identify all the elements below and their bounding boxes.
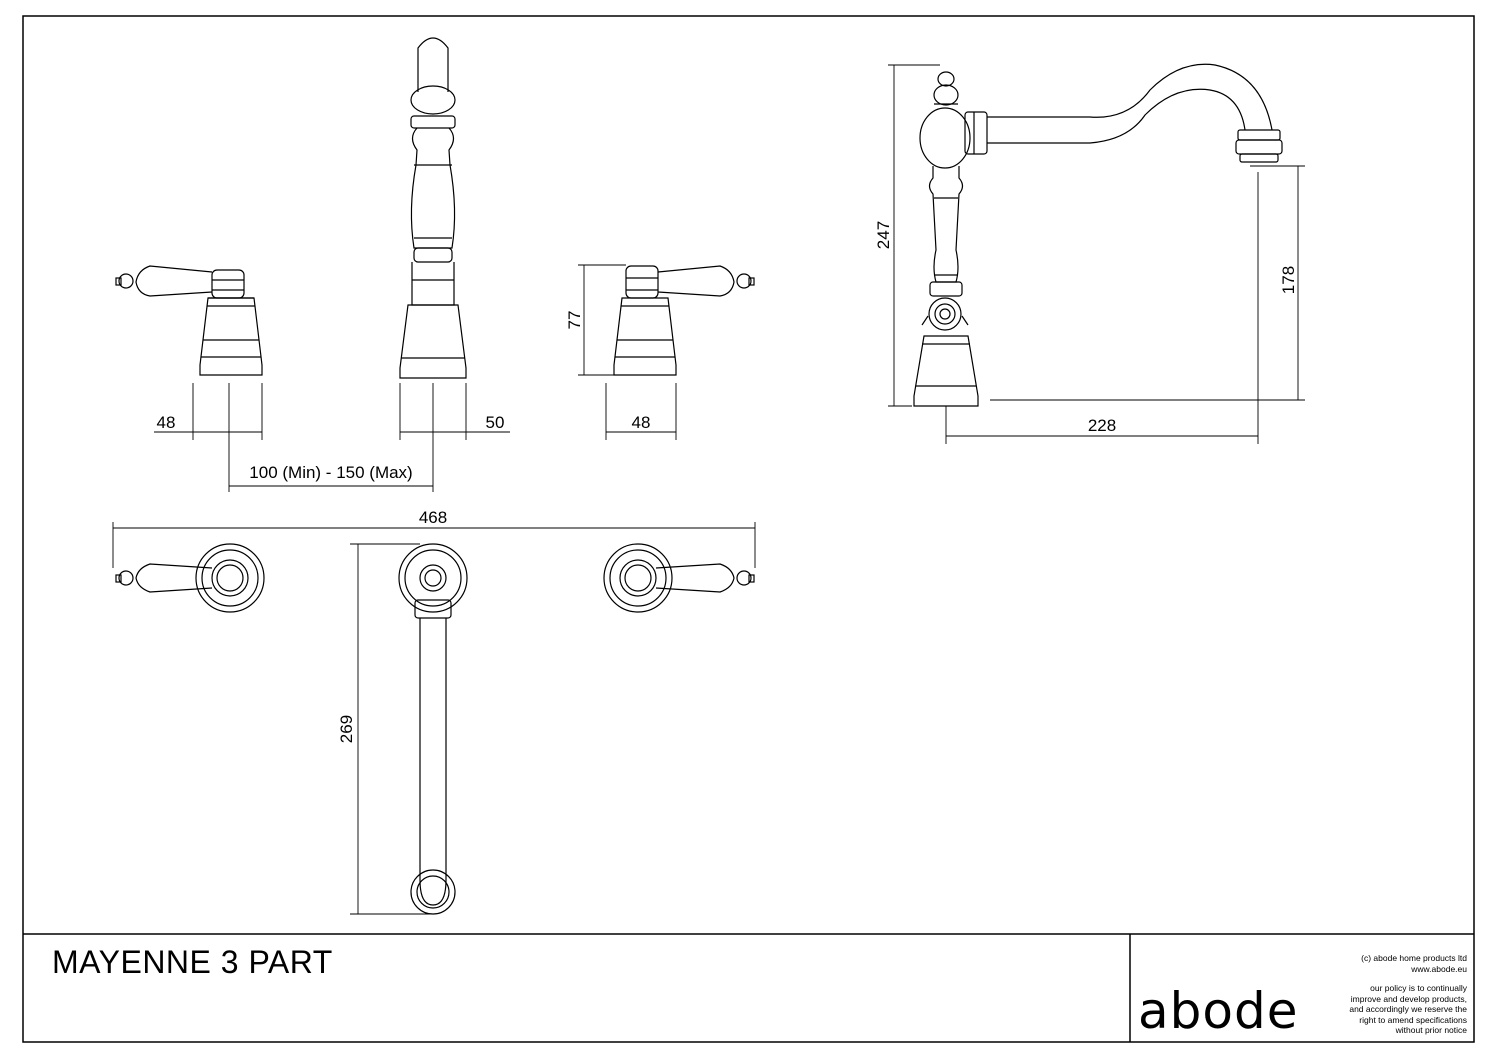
policy-line: our policy is to continually bbox=[1370, 983, 1467, 993]
plan-dimension-lines bbox=[112, 522, 756, 915]
copyright-notice: (c) abode home products ltd www.abode.eu bbox=[1361, 953, 1467, 974]
dim-left-handle-width: 48 bbox=[157, 413, 176, 432]
front-right-handle bbox=[613, 265, 755, 376]
plan-right-handle bbox=[603, 543, 755, 613]
front-dimension-lines bbox=[154, 264, 677, 492]
dim-handle-height: 77 bbox=[565, 311, 584, 330]
dim-centres: 100 (Min) - 150 (Max) bbox=[249, 463, 412, 482]
dim-overall-width: 468 bbox=[419, 508, 447, 527]
policy-line: and accordingly we reserve the bbox=[1349, 1004, 1467, 1014]
copyright-line: (c) abode home products ltd bbox=[1361, 953, 1467, 963]
front-spout-body bbox=[399, 37, 467, 379]
dim-spout-base-offset: 50 bbox=[486, 413, 505, 432]
dim-right-handle-width: 48 bbox=[632, 413, 651, 432]
side-elevation-mixer bbox=[913, 63, 1283, 407]
policy-line: without prior notice bbox=[1395, 1025, 1467, 1035]
policy-line: improve and develop products, bbox=[1350, 993, 1467, 1004]
plan-spout bbox=[398, 543, 468, 915]
drawing-border bbox=[22, 15, 1475, 1043]
plan-left-handle bbox=[115, 543, 265, 613]
dim-overall-height: 247 bbox=[874, 221, 893, 249]
product-title: MAYENNE 3 PART bbox=[52, 944, 333, 980]
dim-outlet-height: 178 bbox=[1279, 266, 1298, 294]
side-dimension-lines bbox=[888, 64, 1305, 444]
dim-spout-reach-side: 228 bbox=[1088, 416, 1116, 435]
policy-notice: our policy is to continually improve and… bbox=[1349, 983, 1467, 1036]
dim-spout-reach-plan: 269 bbox=[337, 715, 356, 743]
policy-line: right to amend specifications bbox=[1359, 1014, 1467, 1025]
brand-logo: abode bbox=[1138, 982, 1299, 1040]
front-left-handle bbox=[115, 265, 263, 376]
website-line: www.abode.eu bbox=[1411, 963, 1467, 974]
